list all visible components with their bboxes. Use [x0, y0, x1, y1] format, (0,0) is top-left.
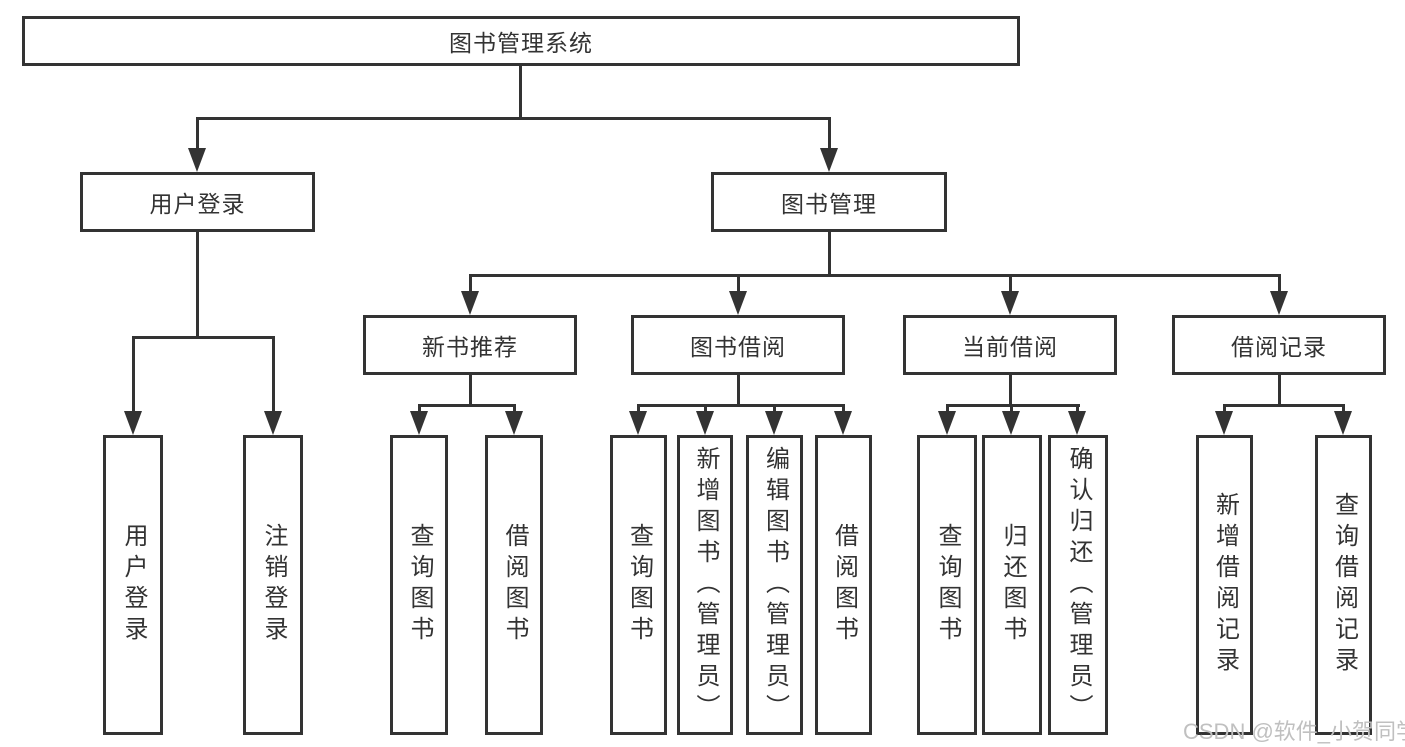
- arrow-down-icon: [765, 411, 783, 435]
- edge-drop-leaf: [842, 404, 845, 414]
- leaf-label: 用户登录: [120, 523, 147, 647]
- edge-drop-new-book-rec: [469, 274, 472, 294]
- node-label: 图书管理系统: [449, 30, 593, 56]
- leaf-label: 借阅图书: [830, 523, 858, 647]
- arrow-down-icon: [461, 291, 479, 315]
- leaf-label: 新增图书（管理员）: [692, 445, 719, 725]
- edge-drop-leaf: [704, 404, 707, 414]
- edge-new-book-rec-stem: [469, 375, 472, 407]
- arrow-down-icon: [820, 148, 838, 172]
- arrow-down-icon: [629, 411, 647, 435]
- edge-root-rail: [196, 117, 831, 120]
- leaf-label: 查询图书: [625, 523, 653, 647]
- edge-drop-leaf: [773, 404, 776, 414]
- node-user-login: 用户登录: [80, 172, 315, 232]
- edge-drop-leaf: [272, 336, 275, 414]
- edge-drop-leaf: [1223, 404, 1226, 414]
- node-borrowing-records: 借阅记录: [1172, 315, 1386, 375]
- leaf-edit-book-admin: 编辑图书（管理员）: [746, 435, 803, 735]
- leaf-query-borrow-record: 查询借阅记录: [1315, 435, 1372, 735]
- leaf-query-books-borrowing: 查询图书: [610, 435, 667, 735]
- edge-user-login-stem: [196, 232, 199, 338]
- leaf-logout: 注销登录: [243, 435, 303, 735]
- leaf-query-books-recommend: 查询图书: [390, 435, 448, 735]
- node-label: 新书推荐: [422, 334, 518, 360]
- edge-drop-leaf: [513, 404, 516, 414]
- arrow-down-icon: [729, 291, 747, 315]
- arrow-down-icon: [1215, 411, 1233, 435]
- edge-drop-leaf: [1010, 404, 1013, 414]
- edge-book-borrow-rail: [637, 404, 845, 407]
- edge-current-borrow-rail: [946, 404, 1080, 407]
- arrow-down-icon: [124, 411, 142, 435]
- leaf-label: 查询图书: [406, 523, 433, 647]
- edge-drop-book-borrow: [737, 274, 740, 294]
- edge-drop-book-mgmt: [828, 117, 831, 150]
- leaf-add-book-admin: 新增图书（管理员）: [677, 435, 733, 735]
- node-label: 当前借阅: [962, 334, 1058, 360]
- node-current-borrowing: 当前借阅: [903, 315, 1117, 375]
- arrow-down-icon: [1270, 291, 1288, 315]
- csdn-watermark: CSDN @软件_小贺同学: [1183, 719, 1405, 744]
- edge-borrow-records-stem: [1278, 375, 1281, 407]
- leaf-label: 查询图书: [934, 523, 961, 647]
- node-label: 图书借阅: [690, 334, 786, 360]
- leaf-return-books: 归还图书: [982, 435, 1042, 735]
- leaf-borrow-books-borrowing: 借阅图书: [815, 435, 872, 735]
- edge-book-mgmt-stem: [828, 232, 831, 277]
- arrow-down-icon: [1001, 291, 1019, 315]
- arrow-down-icon: [1068, 411, 1086, 435]
- arrow-down-icon: [834, 411, 852, 435]
- leaf-label: 编辑图书（管理员）: [761, 445, 789, 725]
- arrow-down-icon: [696, 411, 714, 435]
- node-book-borrowing: 图书借阅: [631, 315, 845, 375]
- node-label: 用户登录: [149, 191, 246, 217]
- edge-drop-borrow-records: [1278, 274, 1281, 294]
- leaf-label: 借阅图书: [501, 523, 528, 647]
- edge-current-borrow-stem: [1009, 375, 1012, 407]
- arrow-down-icon: [410, 411, 428, 435]
- node-new-book-recommend: 新书推荐: [363, 315, 577, 375]
- leaf-user-login: 用户登录: [103, 435, 163, 735]
- edge-book-mgmt-rail: [469, 274, 1281, 277]
- edge-drop-user-login: [196, 117, 199, 150]
- arrow-down-icon: [1334, 411, 1352, 435]
- node-root-system: 图书管理系统: [22, 16, 1020, 66]
- arrow-down-icon: [264, 411, 282, 435]
- leaf-query-books-current: 查询图书: [917, 435, 977, 735]
- leaf-label: 归还图书: [999, 523, 1026, 647]
- arrow-down-icon: [1002, 411, 1020, 435]
- edge-user-login-rail: [132, 336, 275, 339]
- edge-drop-leaf: [1076, 404, 1079, 414]
- edge-drop-leaf: [946, 404, 949, 414]
- node-label: 借阅记录: [1231, 334, 1327, 360]
- edge-drop-leaf: [418, 404, 421, 414]
- leaf-label: 查询借阅记录: [1330, 492, 1358, 678]
- edge-drop-leaf: [132, 336, 135, 414]
- edge-drop-current-borrow: [1009, 274, 1012, 294]
- arrow-down-icon: [938, 411, 956, 435]
- edge-drop-leaf: [637, 404, 640, 414]
- leaf-label: 确认归还（管理员）: [1065, 445, 1092, 725]
- node-book-management: 图书管理: [711, 172, 947, 232]
- edge-root-stem: [519, 64, 522, 119]
- edge-drop-leaf: [1342, 404, 1345, 414]
- edge-book-borrow-stem: [737, 375, 740, 407]
- leaf-label: 新增借阅记录: [1211, 492, 1239, 678]
- node-label: 图书管理: [781, 191, 877, 217]
- leaf-confirm-return-admin: 确认归还（管理员）: [1048, 435, 1108, 735]
- leaf-add-borrow-record: 新增借阅记录: [1196, 435, 1253, 735]
- edge-new-book-rec-rail: [418, 404, 516, 407]
- edge-borrow-records-rail: [1223, 404, 1345, 407]
- arrow-down-icon: [505, 411, 523, 435]
- leaf-borrow-books-recommend: 借阅图书: [485, 435, 543, 735]
- arrow-down-icon: [188, 148, 206, 172]
- leaf-label: 注销登录: [260, 523, 287, 647]
